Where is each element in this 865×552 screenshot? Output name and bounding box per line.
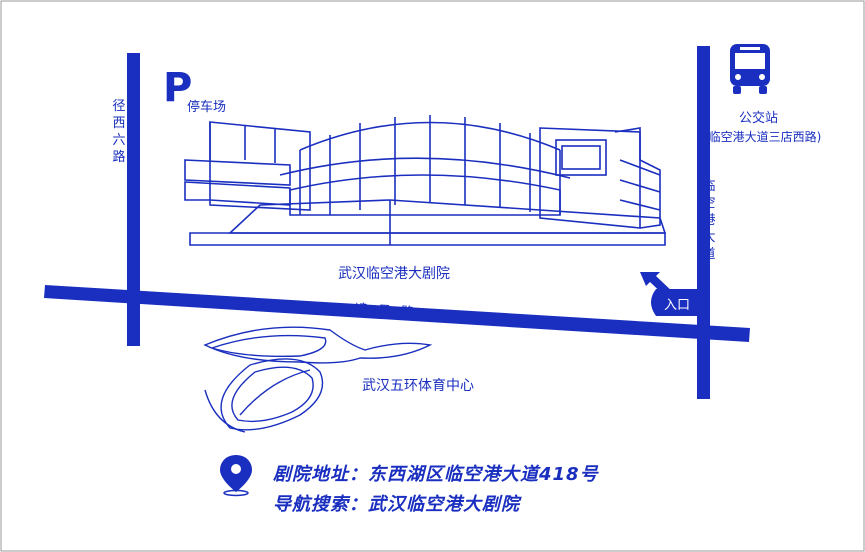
location-pin-icon	[220, 455, 252, 497]
theater-building	[184, 115, 667, 246]
address-line: 剧院地址：东西湖区临空港大道418号	[273, 464, 599, 485]
bus-stop-label: 公交站	[739, 111, 779, 126]
sports-center-building	[203, 326, 433, 433]
main-road	[44, 285, 750, 342]
left-road-label: 径西六路	[112, 99, 126, 165]
right-road-label: 临空港大道	[702, 179, 716, 262]
left-road	[127, 53, 140, 346]
bus-stop-detail: (临空港大道三店西路)	[704, 130, 822, 144]
parking-icon: P	[163, 65, 193, 111]
theater-label: 武汉临空港大剧院	[338, 266, 450, 282]
navigation-line: 导航搜索：武汉临空港大剧院	[273, 494, 520, 515]
bus-icon	[730, 44, 770, 94]
entrance-label: 入口	[664, 298, 691, 313]
sports-center-label: 武汉五环体育中心	[362, 378, 474, 394]
parking-label: 停车场	[187, 100, 227, 115]
right-road	[697, 46, 710, 399]
entrance-pill	[651, 289, 697, 316]
